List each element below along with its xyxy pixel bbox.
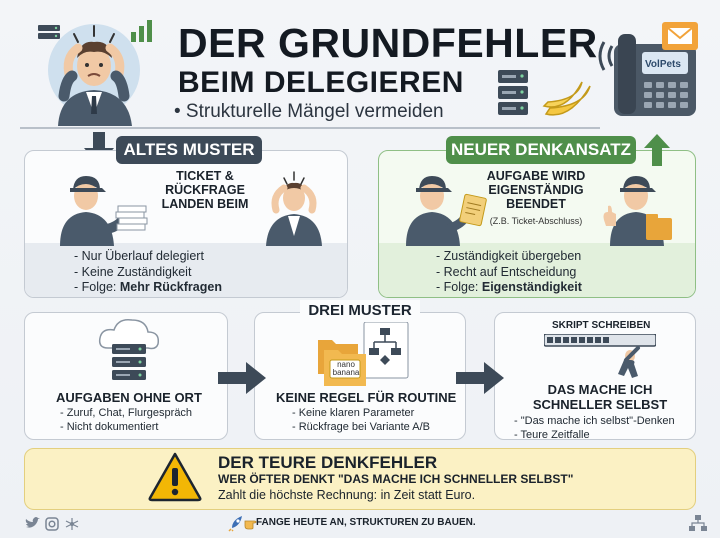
- right-arrow-icon-2: [456, 362, 504, 394]
- three-patterns-title: DREI MUSTER: [300, 300, 420, 322]
- old-pattern-lower: [25, 243, 347, 297]
- card-2-text: - Keine klaren Parameter - Rückfrage bei…: [292, 407, 430, 433]
- progress-bar-illustration: [544, 334, 656, 388]
- warning-icon: [148, 452, 202, 502]
- up-arrow-icon: [644, 134, 670, 166]
- footer-text: FANGE HEUTE AN, STRUKTUREN ZU BAUEN.: [256, 517, 476, 528]
- network-icon: [688, 514, 708, 532]
- new-pattern-lower: [379, 243, 695, 297]
- right-arrow-icon-1: [218, 362, 266, 394]
- warning-box: [24, 448, 696, 510]
- server-rack-icon: [496, 68, 530, 118]
- card-3-title: DAS MACHE ICH SCHNELLER SELBST: [532, 382, 668, 412]
- warning-text: Zahlt die höchste Rechnung: in Zeit stat…: [218, 488, 476, 502]
- worker-thumbs-up-illustration: [600, 166, 680, 246]
- new-pattern-badge: NEUER DENKANSATZ: [446, 136, 636, 164]
- banana-icon: [540, 76, 598, 122]
- card-3-text: - "Das mache ich selbst"-Denken - Teure …: [514, 415, 675, 441]
- old-pattern-heading: TICKET & RÜCKFRAGE LANDEN BEIM: [161, 169, 249, 211]
- old-pattern-result: - Folge: Mehr Rückfragen: [74, 280, 222, 294]
- card-1-text: - Zuruf, Chat, Flurgespräch - Nicht doku…: [60, 407, 193, 433]
- new-pattern-result: - Folge: Eigenständigkeit: [436, 280, 582, 294]
- worker-with-papers-illustration: [48, 166, 158, 246]
- page-subtitle: • Strukturelle Mängel vermeiden: [174, 101, 444, 122]
- folder-label: nano banana: [332, 360, 360, 377]
- page-title: DER GRUNDFEHLER: [178, 20, 598, 66]
- warning-heading: DER TEURE DENKFEHLER: [218, 453, 438, 472]
- worker-with-ticket-illustration: [400, 166, 500, 246]
- pointing-hand-icon: [244, 514, 260, 530]
- new-pattern-heading: AUFGABE WIRD EIGENSTÄNDIG BEENDET (Z.B. …: [486, 169, 586, 226]
- phone-screen-label: VolPets: [645, 59, 681, 70]
- old-pattern-bullets: - Nur Überlauf delegiert - Keine Zuständ…: [74, 249, 222, 294]
- card-1-title: AUFGABEN OHNE ORT: [56, 390, 202, 405]
- server-icon: [36, 22, 62, 48]
- page-title-line2: BEIM DELEGIEREN: [178, 66, 464, 99]
- mail-icon: [660, 20, 700, 54]
- old-pattern-badge: ALTES MUSTER: [116, 136, 262, 164]
- down-arrow-icon: [84, 132, 114, 166]
- rocket-icon: [228, 514, 246, 532]
- card-3-top-label: SKRIPT SCHREIBEN: [552, 320, 651, 331]
- cloud-server-icon: [94, 314, 164, 384]
- warning-subheading: WER ÖFTER DENKT "DAS MACHE ICH SCHNELLER…: [218, 472, 574, 486]
- card-2-title: KEINE REGEL FÜR ROUTINE: [276, 390, 457, 405]
- social-icons: [24, 515, 84, 533]
- folders-flowchart-illustration: [318, 322, 418, 386]
- stressed-man-illustration: [34, 18, 156, 128]
- new-pattern-bullets: - Zuständigkeit übergeben - Recht auf En…: [436, 249, 582, 294]
- header-divider: [20, 127, 600, 129]
- stressed-boss-illustration: [254, 170, 334, 246]
- desk-phone-icon: [594, 24, 706, 120]
- bar-chart-icon: [128, 18, 156, 44]
